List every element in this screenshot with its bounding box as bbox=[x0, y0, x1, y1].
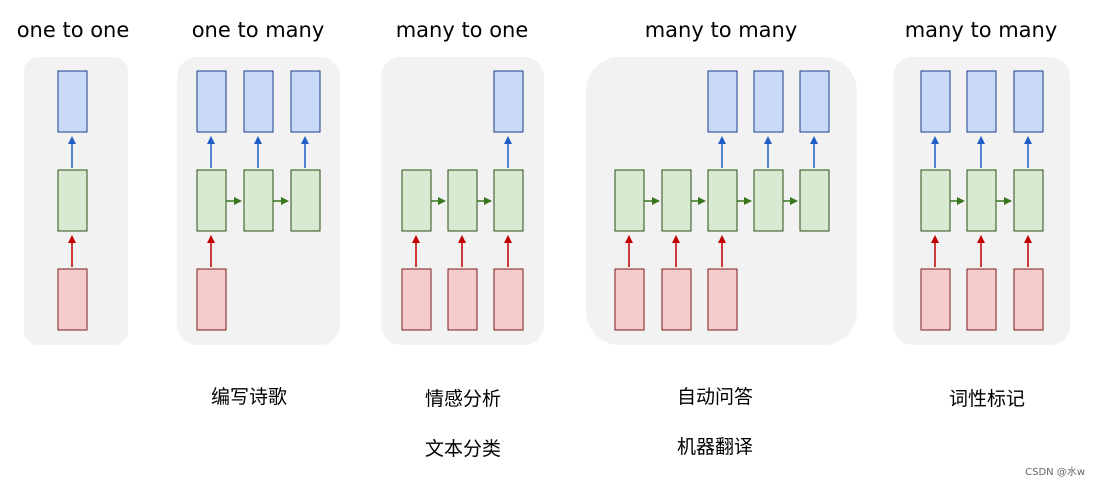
input-box bbox=[614, 268, 645, 331]
input-box bbox=[493, 268, 524, 331]
hidden-box bbox=[196, 169, 227, 232]
panel-title-many-to-many-sync: many to many bbox=[904, 18, 1058, 42]
output-box bbox=[1013, 70, 1044, 133]
panel-title-one-to-one: one to one bbox=[16, 18, 130, 42]
output-box bbox=[920, 70, 951, 133]
caption-machine-translation: 机器翻译 bbox=[676, 436, 754, 458]
input-box bbox=[196, 268, 227, 331]
hidden-box bbox=[614, 169, 645, 232]
input-box bbox=[447, 268, 478, 331]
output-box bbox=[966, 70, 997, 133]
panel-title-many-to-one: many to one bbox=[395, 18, 529, 42]
hidden-box bbox=[966, 169, 997, 232]
output-box bbox=[493, 70, 524, 133]
hidden-box bbox=[290, 169, 321, 232]
output-box bbox=[243, 70, 274, 133]
hidden-box bbox=[799, 169, 830, 232]
caption-poetry-generation: 编写诗歌 bbox=[210, 386, 288, 408]
watermark: CSDN @水w bbox=[1025, 467, 1085, 478]
output-box bbox=[290, 70, 321, 133]
output-box bbox=[799, 70, 830, 133]
caption-question-answering: 自动问答 bbox=[676, 386, 754, 408]
output-box bbox=[707, 70, 738, 133]
hidden-box bbox=[707, 169, 738, 232]
hidden-box bbox=[661, 169, 692, 232]
input-box bbox=[1013, 268, 1044, 331]
hidden-box bbox=[447, 169, 478, 232]
input-box bbox=[57, 268, 88, 331]
caption-sentiment-analysis: 情感分析 bbox=[424, 388, 502, 410]
input-box bbox=[401, 268, 432, 331]
caption-pos-tagging: 词性标记 bbox=[948, 388, 1026, 410]
output-box bbox=[57, 70, 88, 133]
hidden-box bbox=[753, 169, 784, 232]
input-box bbox=[920, 268, 951, 331]
hidden-box bbox=[401, 169, 432, 232]
input-box bbox=[661, 268, 692, 331]
hidden-box bbox=[57, 169, 88, 232]
hidden-box bbox=[243, 169, 274, 232]
input-box bbox=[966, 268, 997, 331]
output-box bbox=[753, 70, 784, 133]
hidden-box bbox=[1013, 169, 1044, 232]
panel-title-one-to-many: one to many bbox=[191, 18, 325, 42]
panel-title-many-to-many-seq2seq: many to many bbox=[644, 18, 798, 42]
caption-text-classification: 文本分类 bbox=[424, 438, 502, 460]
output-box bbox=[196, 70, 227, 133]
hidden-box bbox=[920, 169, 951, 232]
hidden-box bbox=[493, 169, 524, 232]
input-box bbox=[707, 268, 738, 331]
